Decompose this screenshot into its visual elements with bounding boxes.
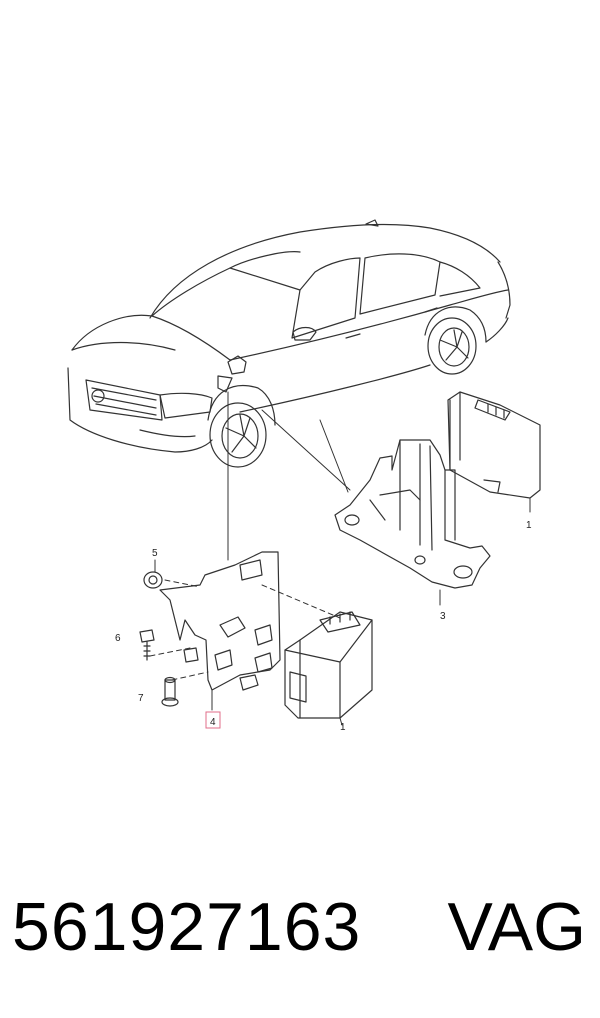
grommet-5 bbox=[143, 559, 163, 589]
callout-6: 6 bbox=[115, 633, 121, 644]
control-module-1-bottom bbox=[284, 611, 373, 726]
callout-1-top: 1 bbox=[526, 520, 532, 531]
brand-label: VAG bbox=[447, 889, 586, 965]
bolt-7 bbox=[161, 676, 179, 707]
bracket-3 bbox=[334, 439, 491, 606]
car-illustration bbox=[67, 219, 511, 468]
callout-5: 5 bbox=[152, 548, 158, 559]
callout-4-highlight bbox=[205, 711, 221, 729]
bracket-4 bbox=[159, 551, 281, 711]
part-number: 561927163 bbox=[12, 889, 362, 965]
footer: 561927163 VAG bbox=[0, 880, 600, 990]
control-module-1-top bbox=[447, 391, 541, 513]
callout-3: 3 bbox=[440, 611, 446, 622]
parts-diagram: 1 3 5 6 7 4 1 bbox=[67, 219, 541, 733]
callout-4: 4 bbox=[210, 717, 216, 728]
callout-7: 7 bbox=[138, 693, 144, 704]
callout-1-bottom: 1 bbox=[340, 722, 346, 733]
screw-6 bbox=[139, 629, 155, 661]
